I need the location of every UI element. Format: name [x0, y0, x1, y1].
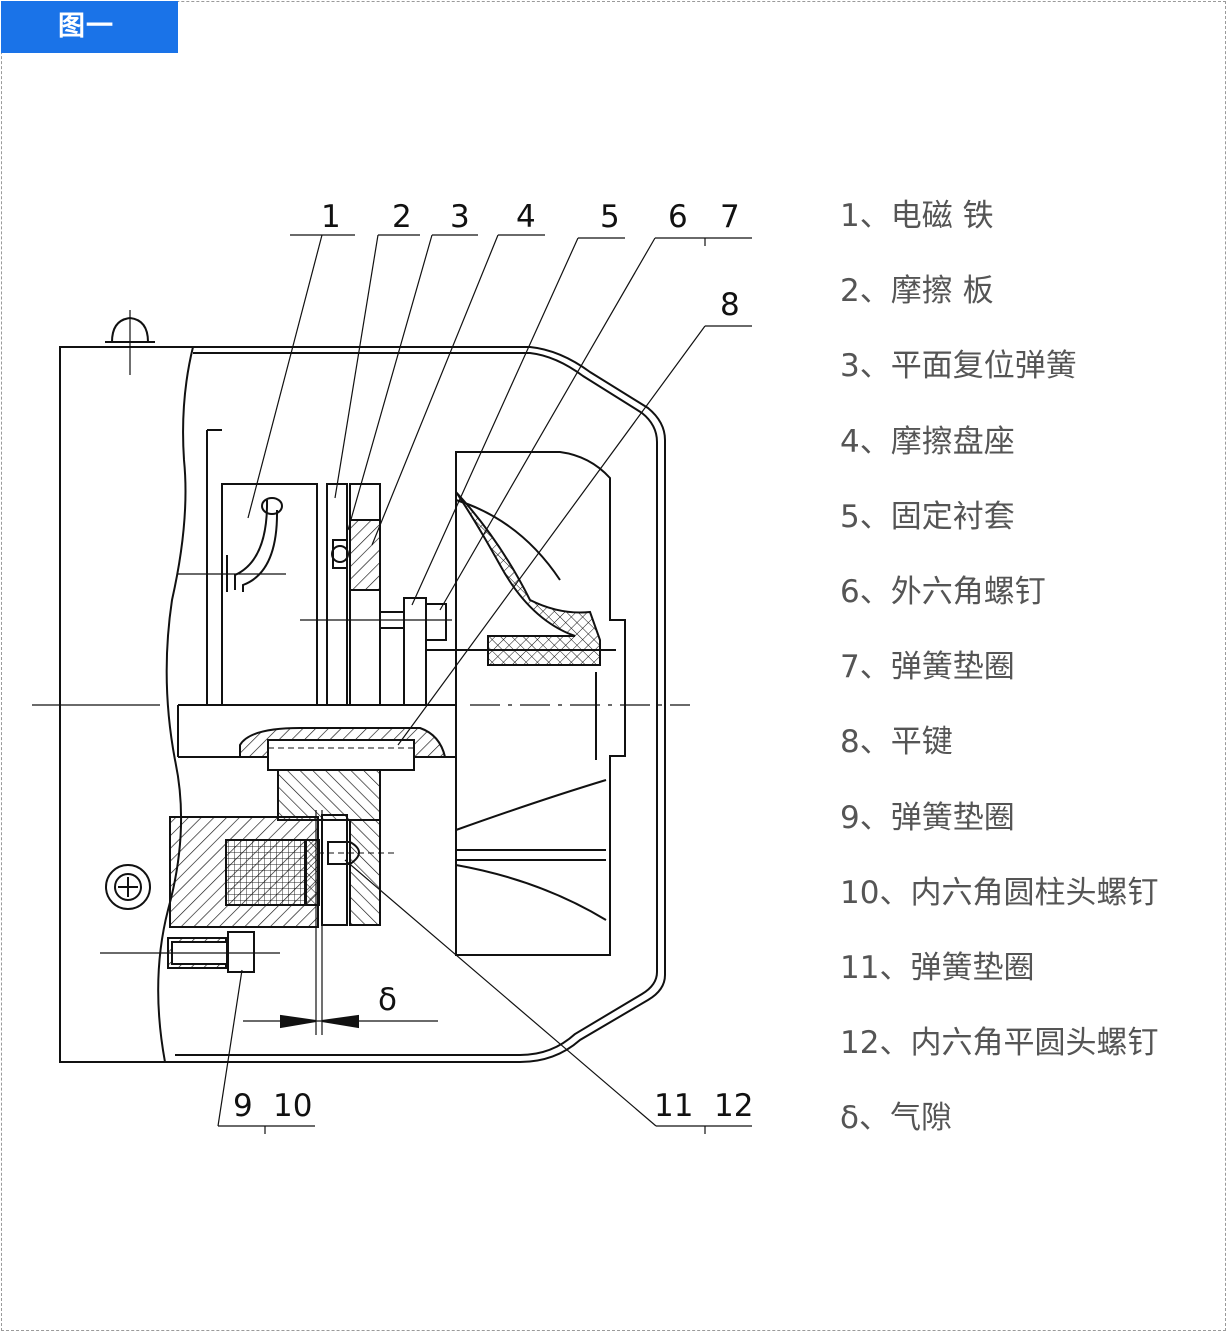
legend-item: 3、平面复位弹簧 [840, 348, 1077, 385]
callout-8: 8 [720, 287, 740, 323]
legend-item: 2、摩擦 板 [840, 273, 994, 310]
callout-10: 10 [273, 1088, 312, 1124]
legend-item: 6、外六角螺钉 [840, 573, 1046, 610]
legend-item: 8、平键 [840, 724, 953, 761]
legend-item: δ、气隙 [840, 1100, 952, 1137]
callout-12: 12 [714, 1088, 753, 1124]
legend-item: 5、固定衬套 [840, 498, 1015, 535]
legend-item: 10、内六角圆柱头螺钉 [840, 874, 1159, 911]
legend-item: 9、弹簧垫圈 [840, 799, 1015, 836]
callout-3: 3 [450, 199, 470, 235]
legend-item: 7、弹簧垫圈 [840, 649, 1015, 686]
callout-1: 1 [321, 199, 341, 235]
callout-9: 9 [233, 1088, 253, 1124]
callout-7: 7 [720, 199, 740, 235]
legend-item: 4、摩擦盘座 [840, 423, 1015, 460]
parts-legend: 1、电磁 铁 2、摩擦 板 3、平面复位弹簧 4、摩擦盘座 5、固定衬套 6、外… [840, 196, 1158, 1173]
legend-item: 12、内六角平圆头螺钉 [840, 1025, 1159, 1062]
legend-item: 11、弹簧垫圈 [840, 949, 1035, 986]
figure-tab: 图一 [1, 1, 178, 53]
callout-4: 4 [516, 199, 536, 235]
callout-5: 5 [600, 199, 620, 235]
callout-6: 6 [668, 199, 688, 235]
callout-2: 2 [392, 199, 412, 235]
legend-item: 1、电磁 铁 [840, 198, 994, 234]
callout-11: 11 [654, 1088, 693, 1124]
callout-delta: δ [378, 982, 397, 1018]
